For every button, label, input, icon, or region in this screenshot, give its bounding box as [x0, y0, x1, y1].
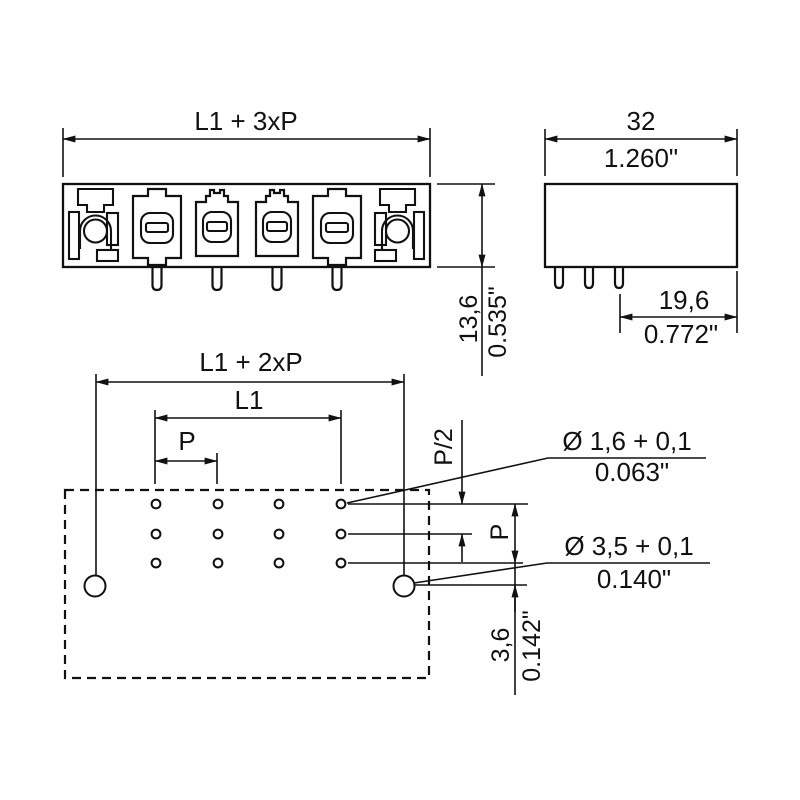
module-inner: [319, 211, 355, 245]
right-flange: [373, 187, 426, 263]
fp-edge-mm: 3,6: [487, 628, 515, 663]
front-width-label: L1 + 3xP: [194, 106, 297, 136]
pin-hole: [212, 498, 224, 510]
contact-module-2: [194, 188, 240, 258]
front-height-mm: 13,6: [455, 295, 483, 344]
pin-hole-grid: [150, 498, 347, 569]
mount-hole-left: [83, 574, 107, 598]
pin: [331, 267, 343, 292]
pin-hole: [150, 528, 162, 540]
pin-hole: [273, 498, 285, 510]
large-hole-leader: [413, 562, 710, 584]
module-body: [131, 187, 183, 267]
module-slot: [324, 221, 350, 234]
fp-total-dimension: L1 + 2xP: [95, 347, 405, 575]
module-inner: [201, 210, 233, 244]
module-slot: [144, 221, 170, 234]
side-offset-mm: 19,6: [659, 285, 710, 315]
housing-outline: [61, 182, 432, 269]
flange-rib: [373, 248, 398, 263]
side-pin-offset-dimension: 19,6 0.772": [619, 271, 738, 349]
side-housing-outline: [543, 182, 739, 269]
fp-row-pitch-label: P: [486, 524, 514, 541]
large-hole-in: 0.140": [597, 564, 671, 594]
flange-rib: [373, 211, 388, 247]
fp-edge-in: 0.142": [518, 610, 546, 681]
small-hole-in: 0.063": [595, 457, 669, 487]
fp-half-pitch-label: P/2: [430, 428, 458, 466]
front-height-in: 0.535": [484, 286, 512, 357]
large-hole-mm: Ø 3,5 + 0,1: [564, 531, 693, 561]
pin: [583, 267, 595, 290]
flange-collar: [380, 214, 415, 249]
front-view: L1 + 3xP: [61, 106, 512, 376]
flange-rib: [105, 211, 120, 247]
flange-rib: [412, 210, 426, 261]
flange-collar: [78, 214, 113, 249]
contact-module-4: [311, 187, 363, 267]
small-hole-mm: Ø 1,6 + 0,1: [562, 426, 691, 456]
pin-hole: [335, 557, 347, 569]
mount-hole-right: [392, 574, 416, 598]
front-pins: [151, 267, 343, 292]
flange-tab: [378, 187, 417, 214]
side-pins: [553, 267, 625, 290]
flange-tab: [76, 187, 115, 214]
pin: [553, 267, 565, 290]
contact-module-1: [131, 187, 183, 267]
front-height-dimension: 13,6 0.535": [437, 183, 512, 376]
module-inner: [261, 210, 293, 244]
fp-total-label: L1 + 2xP: [199, 347, 302, 377]
pin: [151, 267, 163, 292]
contact-module-3: [254, 188, 300, 258]
module-slot: [205, 220, 229, 233]
front-width-dimension: L1 + 3xP: [62, 106, 431, 177]
screw-hole: [82, 218, 109, 244]
fp-pitch-dimension: P: [154, 426, 218, 484]
left-flange: [67, 187, 120, 263]
pin-hole: [273, 557, 285, 569]
fp-row-pitch-dimension: P: [486, 503, 519, 564]
fp-l1-dimension: L1: [154, 385, 342, 484]
pin: [211, 267, 223, 292]
small-hole-callout: Ø 1,6 + 0,1 0.063": [562, 426, 691, 487]
pin-hole: [212, 528, 224, 540]
large-hole-callout: Ø 3,5 + 0,1 0.140": [564, 531, 693, 594]
footprint-view: L1 + 2xP L1 P: [63, 347, 710, 695]
fp-half-pitch-dimension: P/2: [430, 420, 466, 562]
fp-l1-label: L1: [235, 385, 264, 415]
side-width-mm: 32: [627, 106, 656, 136]
fp-edge-dimension: 3,6 0.142": [487, 563, 546, 695]
flange-rib: [95, 248, 120, 263]
fp-pitch-label: P: [178, 426, 195, 456]
flange-rib: [67, 210, 81, 261]
pin: [271, 267, 283, 292]
side-offset-in: 0.772": [644, 319, 718, 349]
pin-hole: [273, 528, 285, 540]
pin-hole: [212, 557, 224, 569]
pin-hole: [335, 528, 347, 540]
pin: [613, 267, 625, 290]
pin-hole: [150, 498, 162, 510]
side-width-dimension: 32 1.260": [544, 106, 738, 176]
module-slot: [265, 220, 289, 233]
module-body: [311, 187, 363, 267]
side-view: 32 1.260" 19,6 0.772": [543, 106, 739, 349]
screw-hole: [384, 218, 411, 244]
pcb-outline: [63, 488, 431, 680]
pin-hole: [150, 557, 162, 569]
pin-hole: [335, 498, 347, 510]
small-hole-leader: [346, 457, 706, 504]
module-inner: [139, 211, 175, 245]
side-width-in: 1.260": [604, 143, 678, 173]
